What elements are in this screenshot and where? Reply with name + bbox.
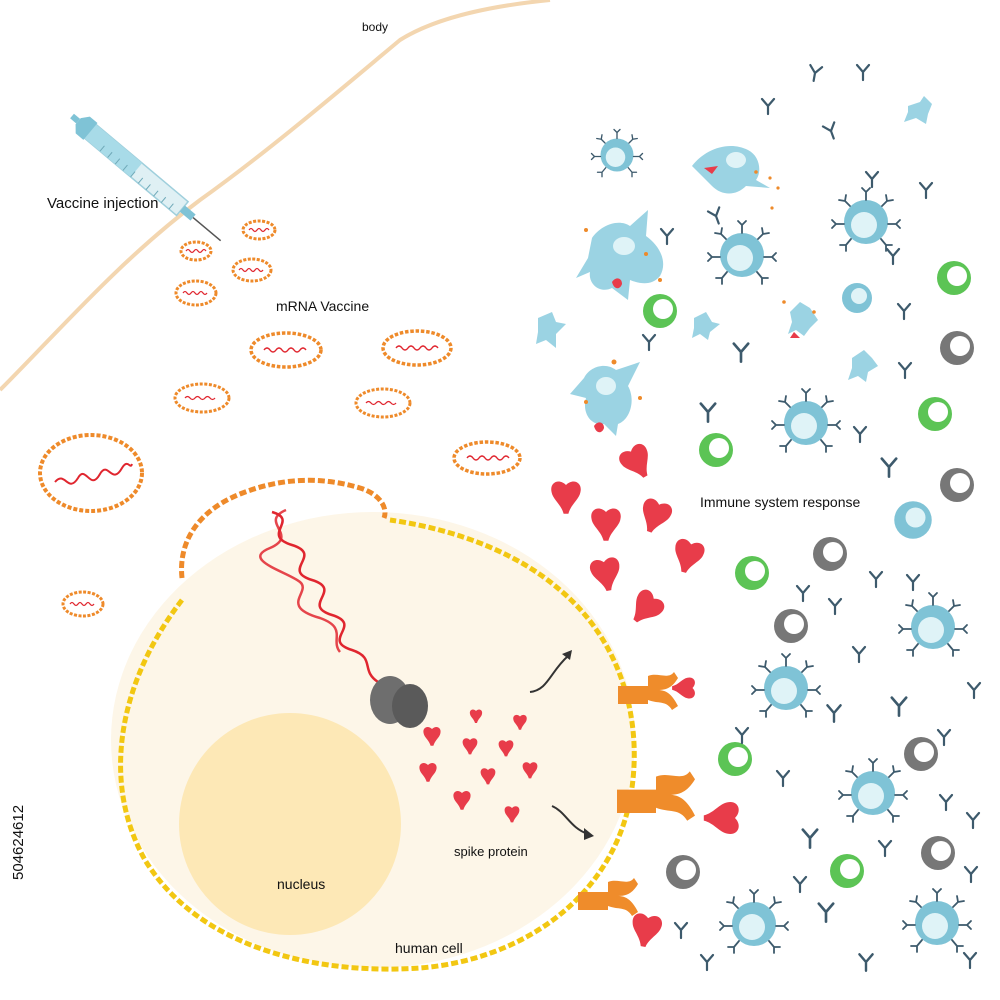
human-cell-label: human cell	[395, 940, 463, 956]
vaccine-particle	[381, 329, 453, 367]
mrna-strand	[271, 510, 379, 684]
dendritic-cell	[848, 350, 878, 382]
nucleus	[179, 713, 401, 935]
dendritic-cell	[570, 362, 640, 436]
vaccine-particle	[179, 240, 213, 262]
vaccine-particle	[174, 279, 218, 307]
dendritic-cell	[788, 302, 818, 338]
dendritic-cell	[904, 96, 932, 124]
immune-response-label: Immune system response	[700, 494, 861, 510]
stock-id-label: 504624612	[10, 804, 27, 880]
body-label: body	[362, 20, 389, 34]
cytokines	[584, 170, 816, 404]
vaccine-particle	[241, 219, 277, 241]
body-skin-line	[0, 0, 551, 392]
syringe-icon	[70, 113, 222, 242]
spike-protein-label: spike protein	[454, 844, 528, 859]
dendritic-cell	[536, 312, 566, 348]
vaccine-injection-label: Vaccine injection	[47, 195, 159, 212]
vaccine-particle	[354, 387, 412, 419]
dendritic-cell	[692, 145, 770, 194]
mrna-vaccine-particles	[38, 219, 522, 618]
vaccine-particle	[38, 433, 144, 513]
dendritic-cells	[536, 96, 932, 436]
dendritic-cell	[576, 210, 664, 300]
green-cells	[643, 261, 971, 888]
ribosome-icon	[370, 676, 428, 728]
arrow-down	[551, 805, 589, 835]
dendritic-cell	[692, 312, 720, 340]
human-cell	[111, 477, 637, 972]
vaccine-particle	[249, 331, 323, 369]
arrow-up	[529, 655, 569, 693]
vaccine-particle	[61, 590, 105, 618]
vaccine-particle	[173, 382, 231, 414]
nucleus-label: nucleus	[277, 876, 326, 892]
mrna-vaccine-label: mRNA Vaccine	[276, 298, 370, 314]
vaccine-particle	[452, 440, 522, 476]
vaccine-particle	[231, 257, 273, 283]
